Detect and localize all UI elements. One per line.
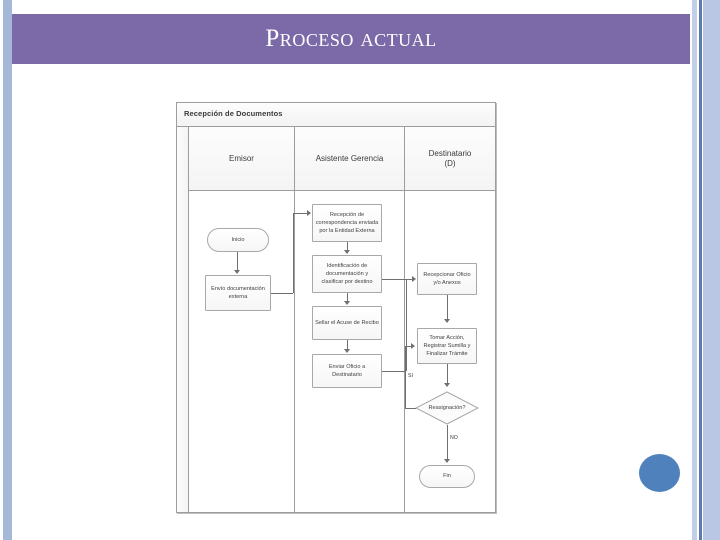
pool-title-bar: Recepción de Documentos [177,103,495,127]
lane-label-emisor: Emisor [229,153,254,163]
connector-identificacion-to-sellar [347,293,348,302]
node-recepcion-correspondencia[interactable]: Recepción de correspondencia enviada por… [312,204,382,242]
arrowhead-recepcionar-to-tomar [444,319,450,323]
node-enviar-oficio-label: Enviar Oficio a Destinatario [328,363,366,378]
node-envio-documentacion[interactable]: Envío documentación externa [205,275,271,311]
lane-header-emisor: Emisor [189,127,294,191]
arrowhead-reasignacion-si-to-tomar [411,343,415,349]
arrowhead-inicio-to-envio [234,270,240,274]
connector-reasignacion-si-left [405,408,416,409]
lane-label-destinatario: Destinatario(D) [429,149,472,169]
connector-recepcionar-to-tomar [447,295,448,319]
lane-label-asistente: Asistente Gerencia [315,153,384,163]
node-envio-label: Envío documentación externa [211,285,265,300]
decorative-circle [639,454,680,492]
node-recepcionar-label: Recepcionar Oficio y/o Anexos [423,271,471,286]
connector-tomar-to-reasignacion [447,364,448,383]
connector-enviar-up [406,279,407,371]
pool-title-label: Recepción de Documentos [184,109,283,118]
right-decorative-stripe-fill [703,0,720,540]
left-decorative-stripe [3,0,12,540]
node-sellar-acuse[interactable]: Sellar el Acuse de Recibo [312,306,382,340]
connector-inicio-to-envio [237,252,238,271]
edge-label-no: NO [450,435,458,441]
connector-reasignacion-si-up [405,346,406,408]
arrowhead-identificacion-to-sellar [344,301,350,305]
connector-reasignacion-si-to-tomar [405,346,411,347]
arrowhead-reasignacion-to-fin [444,459,450,463]
lane-label-destinatario-line1: Destinatario(D) [428,148,472,168]
node-recepcion-label: Recepción de correspondencia enviada por… [315,211,379,235]
connector-reasignacion-to-fin [447,425,448,459]
right-decorative-stripe-outer [692,0,697,540]
pool-spine [177,127,189,512]
connector-envio-right [271,293,293,294]
node-recepcionar-oficio[interactable]: Recepcionar Oficio y/o Anexos [417,263,477,295]
lane-asistente-gerencia: Asistente Gerencia [295,127,405,512]
arrowhead-sellar-to-enviar [344,349,350,353]
node-reasignacion-decision[interactable]: Reasignación? [415,391,479,425]
swimlane-flowchart: Recepción de Documentos Emisor Asistente… [176,102,496,513]
node-identificacion-label: Identificación de documentación y clasif… [321,262,373,286]
connector-envio-to-recepcion [293,213,308,214]
node-tomar-accion-label: Tomar Acción, Registrar Sumilla y Finali… [423,334,471,358]
node-enviar-oficio[interactable]: Enviar Oficio a Destinatario [312,354,382,388]
connector-recepcion-to-identificacion [347,242,348,251]
arrowhead-identificacion-to-recepcionar [412,276,416,282]
node-fin-label: Fin [443,473,451,480]
edge-label-si: SI [408,373,413,379]
node-inicio[interactable]: Inicio [207,228,269,252]
arrowhead-tomar-to-reasignacion [444,383,450,387]
lane-emisor: Emisor [189,127,295,512]
arrowhead-recepcion-to-identificacion [344,250,350,254]
node-reasignacion-label: Reasignación? [428,405,466,411]
node-tomar-accion[interactable]: Tomar Acción, Registrar Sumilla y Finali… [417,328,477,364]
node-inicio-label: Inicio [231,236,245,243]
arrowhead-envio-to-recepcion [307,210,311,216]
node-identificacion-documentacion[interactable]: Identificación de documentación y clasif… [312,255,382,293]
diamond-shape-icon [415,391,479,425]
page-title: Proceso actual [265,25,437,52]
lane-header-asistente: Asistente Gerencia [295,127,404,191]
connector-enviar-right [382,371,406,372]
connector-identificacion-to-recepcionar [406,279,413,280]
right-decorative-stripe-line [699,0,702,540]
node-fin[interactable]: Fin [419,465,475,488]
connector-identificacion-right [382,279,406,280]
lane-header-destinatario: Destinatario(D) [405,127,495,191]
slide-title-banner: Proceso actual [12,14,690,64]
connector-envio-up [293,213,294,293]
lane-destinatario: Destinatario(D) [405,127,495,512]
connector-sellar-to-enviar [347,340,348,350]
node-sellar-label: Sellar el Acuse de Recibo [315,319,379,326]
